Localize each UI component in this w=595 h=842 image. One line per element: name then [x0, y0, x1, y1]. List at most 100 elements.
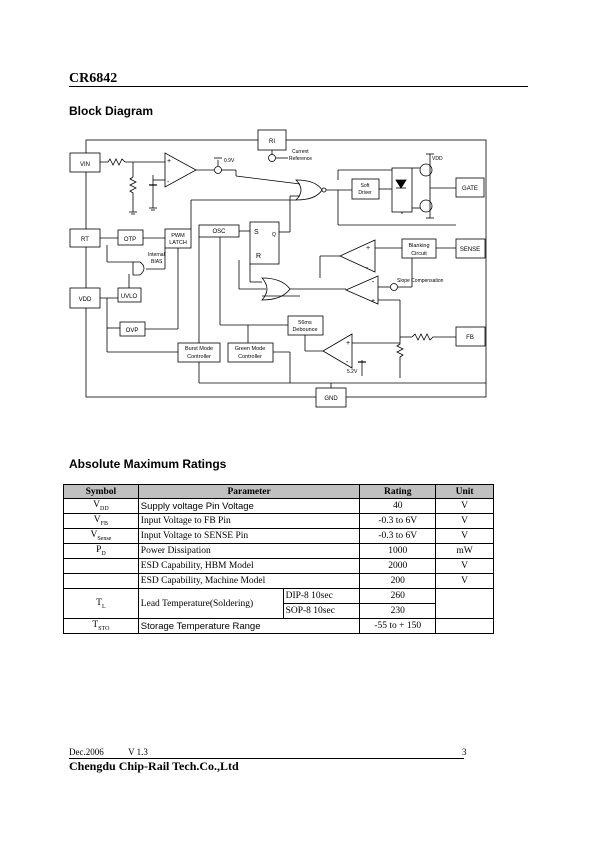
svg-text:Blanking: Blanking [408, 243, 429, 249]
otp-block [117, 229, 144, 246]
svg-text:56ms: 56ms [298, 320, 312, 326]
rating-cell: 2000 [359, 558, 437, 574]
symbol-cell: TL [63, 588, 139, 619]
footer-date-version: Dec.2006 V 1.3 [69, 747, 148, 757]
svg-text:Current: Current [292, 149, 309, 155]
parameter-cell: Lead Temperature(Soldering) [137, 588, 284, 619]
unit-cell: V [435, 498, 494, 514]
pin-vin: VIN [69, 152, 101, 173]
svg-text:UVLO: UVLO [121, 294, 138, 300]
nmos-bottom [419, 199, 433, 213]
pin-gnd: GND [315, 387, 347, 408]
footer-divider [69, 758, 464, 759]
unit-cell: V [435, 513, 494, 529]
driver-stage [391, 167, 413, 213]
rating-cell: 260 [359, 588, 437, 604]
column-header-parameter: Parameter [137, 484, 361, 499]
current-source-1 [214, 166, 222, 174]
fb-pullup-resistor [396, 337, 404, 378]
svg-text:Driver: Driver [358, 190, 372, 196]
svg-text:LATCH: LATCH [169, 240, 187, 246]
svg-text:VIN: VIN [80, 162, 90, 168]
document-title: CR6842 [69, 71, 118, 86]
table-row: PD Power Dissipation 1000 mW [63, 543, 494, 559]
column-header-symbol: Symbol [63, 484, 139, 499]
company-name: Chengdu Chip-Rail Tech.Co.,Ltd [69, 759, 239, 773]
blanking-circuit-block [401, 238, 437, 259]
pin-gate: GATE [455, 177, 485, 198]
unit-cell: V [435, 558, 494, 574]
rating-cell: -0.3 to 6V [359, 513, 437, 529]
table-row: VDD Supply voltage Pin Voltage 40 V [63, 498, 494, 514]
green-mode-controller-block [227, 342, 274, 363]
slope-comp-source [390, 283, 398, 291]
svg-text:Green Mode: Green Mode [235, 346, 266, 352]
svg-text:Q: Q [272, 232, 276, 238]
svg-text:Controller: Controller [238, 354, 262, 360]
svg-text:R: R [256, 253, 261, 260]
vin-divider-resistor [129, 176, 137, 212]
svg-text:-: - [366, 265, 369, 272]
symbol-cell: PD [63, 543, 139, 559]
svg-text:Soft: Soft [361, 183, 371, 189]
table-row: TSTO Storage Temperature Range -55 to + … [63, 618, 494, 634]
sense-comparator [339, 239, 376, 273]
table-header-row: Symbol Parameter Rating Unit [63, 484, 494, 499]
svg-text:SENSE: SENSE [460, 247, 480, 253]
svg-text:-: - [346, 359, 349, 366]
table-row: ESD Capability, Machine Model 200 V [63, 573, 494, 589]
symbol-cell [63, 573, 139, 589]
svg-text:FB: FB [466, 335, 474, 341]
svg-text:Debounce: Debounce [292, 327, 317, 333]
soft-driver-block [351, 178, 380, 200]
svg-text:S: S [254, 229, 259, 236]
debounce-comparator [322, 333, 353, 369]
vin-resistor [100, 158, 165, 166]
parameter-cell: Input Voltage to FB Pin [137, 513, 361, 529]
svg-text:GATE: GATE [462, 186, 478, 192]
svg-text:GND: GND [324, 396, 338, 402]
svg-text:RT: RT [81, 237, 89, 243]
chip-outline [85, 139, 487, 398]
nmos-top [419, 163, 433, 177]
pin-fb: FB [455, 326, 486, 347]
table-row: ESD Capability, HBM Model 2000 V [63, 558, 494, 574]
unit-cell [435, 618, 494, 634]
or-gate-2 [261, 277, 291, 301]
header-divider [69, 86, 528, 87]
rating-cell: 230 [359, 603, 437, 619]
column-header-rating: Rating [359, 484, 437, 499]
package-cell: DIP-8 10sec [282, 588, 361, 604]
rating-cell: -0.3 to 6V [359, 528, 437, 544]
svg-text:PWM: PWM [171, 233, 185, 239]
parameter-cell: Supply voltage Pin Voltage [137, 498, 361, 514]
unit-cell: V [435, 573, 494, 589]
unit-cell [435, 588, 494, 619]
pin-ri: RI [257, 129, 287, 151]
vin-comparator [164, 152, 197, 188]
uvlo-block [117, 287, 142, 303]
pwm-comparator [345, 275, 379, 305]
sr-latch [249, 221, 280, 265]
fb-resistor [411, 333, 456, 341]
footer-version: V 1.3 [128, 747, 148, 757]
pin-rt: RT [69, 228, 101, 248]
table-row: VSense Input Voltage to SENSE Pin -0.3 t… [63, 528, 494, 544]
symbol-cell: VFB [63, 513, 139, 529]
svg-text:VDD: VDD [79, 297, 92, 303]
svg-text:+: + [371, 298, 375, 305]
symbol-cell: VSense [63, 528, 139, 544]
rating-cell: 1000 [359, 543, 437, 559]
svg-text:-: - [167, 179, 170, 186]
rating-cell: -55 to + 150 [359, 618, 437, 634]
table-row: TL Lead Temperature(Soldering) DIP-8 10s… [63, 588, 494, 619]
column-header-unit: Unit [435, 484, 494, 499]
footer-date: Dec.2006 [69, 747, 104, 757]
svg-text:Circuit: Circuit [411, 251, 427, 257]
unit-cell: mW [435, 543, 494, 559]
rating-cell: 40 [359, 498, 437, 514]
svg-text:5.2V: 5.2V [347, 369, 358, 375]
ratings-heading: Absolute Maximum Ratings [69, 457, 227, 471]
table-row: VFB Input Voltage to FB Pin -0.3 to 6V V [63, 513, 494, 529]
symbol-cell: VDD [63, 498, 139, 514]
